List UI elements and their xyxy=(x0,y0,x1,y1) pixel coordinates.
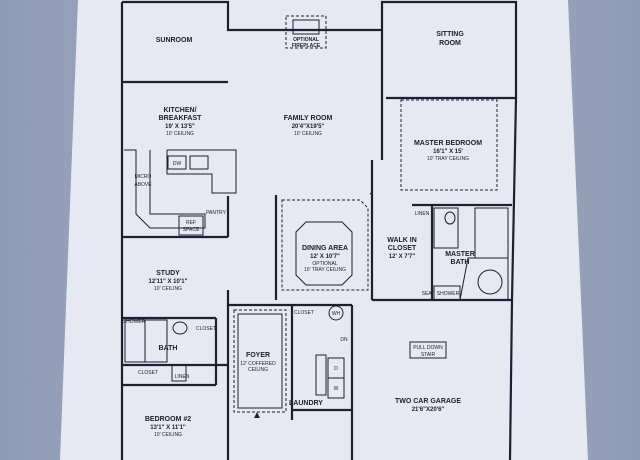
foyer-label: FOYER xyxy=(246,352,270,359)
pull-down-label-1: PULL DOWN xyxy=(413,345,443,351)
master-bedroom-tray xyxy=(400,99,498,191)
pull-down-stair xyxy=(409,341,447,359)
walk-in-closet-dims: 12' X 7'7" xyxy=(389,254,416,260)
dryer-label: D xyxy=(334,366,338,372)
family-room-dims: 20'4"X19'5" xyxy=(292,124,325,130)
kitchen-ceiling: 10' CEILING xyxy=(166,131,194,137)
linen-label: LINEN xyxy=(415,211,430,217)
dining-dims: 12' X 10'7" xyxy=(310,254,340,260)
family-room-label: FAMILY ROOM xyxy=(284,115,333,122)
pantry-label: PANTRY xyxy=(206,210,226,216)
shower2-label: SHOWER xyxy=(123,319,146,325)
water-heater-label: WH xyxy=(332,311,341,317)
garage-dims: 21'6"X20'6" xyxy=(412,407,445,413)
master-bath-label-2: BATH xyxy=(451,259,470,266)
paper-sheet xyxy=(60,0,588,460)
kitchen-dims: 19' X 13'5" xyxy=(165,124,195,130)
shower-label: SHOWER xyxy=(437,291,460,297)
sitting-room-label-2: ROOM xyxy=(439,40,461,47)
dining-ceiling-2: 10' TRAY CEILING xyxy=(304,267,346,273)
micro-label-1: MICRO xyxy=(135,174,152,180)
pull-down-label-2: STAIR xyxy=(421,352,436,358)
sitting-room-label-1: SITTING xyxy=(436,31,464,38)
fireplace-label-1: OPTIONAL xyxy=(293,37,319,43)
linen2-label: LINEN xyxy=(175,374,190,380)
dishwasher-label: DW xyxy=(173,161,182,167)
seat-label: SEAT xyxy=(422,291,435,297)
bath-label: BATH xyxy=(159,345,178,352)
washer-label: W xyxy=(334,386,339,392)
dining-label: DINING AREA xyxy=(302,245,348,252)
study-ceiling: 10' CEILING xyxy=(154,286,182,292)
laundry-fixtures xyxy=(315,305,345,399)
foyer-ceiling-2: CEILING xyxy=(248,367,268,373)
kitchen-label-1: KITCHEN/ xyxy=(163,107,196,114)
foyer-ceiling-1: 12' COFFERED xyxy=(240,361,276,367)
outer-walls xyxy=(120,0,518,460)
ref-label-2: SPACE xyxy=(183,227,200,233)
family-room-ceiling: 10' CEILING xyxy=(294,131,322,137)
bedroom2-ceiling: 10' CEILING xyxy=(154,432,182,438)
master-bedroom-dims: 16'1" X 15' xyxy=(433,149,463,155)
kitchen-counters xyxy=(124,149,237,236)
sunroom-label: SUNROOM xyxy=(156,37,193,44)
walk-in-closet-label-2: CLOSET xyxy=(388,245,417,252)
study-dims: 12'11" X 10'1" xyxy=(149,279,188,285)
interior-walls xyxy=(122,96,516,460)
walk-in-closet-label-1: WALK IN xyxy=(387,237,417,244)
bedroom2-label: BEDROOM #2 xyxy=(145,416,191,423)
master-bath-label-1: MASTER xyxy=(445,251,475,258)
dining-tray xyxy=(281,199,369,291)
entry-marker xyxy=(254,412,260,418)
ref-label-1: REF xyxy=(186,220,196,226)
closet-c-label: CLOSET xyxy=(138,370,158,376)
master-bedroom-ceiling: 10' TRAY CEILING xyxy=(427,156,469,162)
garage-label: TWO CAR GARAGE xyxy=(395,398,461,405)
closet-b-label: CLOSET xyxy=(294,310,314,316)
fireplace-label-2: FIREPLACE xyxy=(292,43,321,49)
dining-ceiling-1: OPTIONAL xyxy=(312,261,338,267)
master-bath-fixtures xyxy=(433,207,509,301)
laundry-label: LAUNDRY xyxy=(289,400,323,407)
fireplace xyxy=(285,15,327,49)
foyer-ceiling xyxy=(233,309,287,413)
down-label: DN xyxy=(340,337,348,343)
master-bedroom-label: MASTER BEDROOM xyxy=(414,140,482,147)
bedroom2-dims: 13'1" X 11'1" xyxy=(150,425,186,431)
kitchen-label-2: BREAKFAST xyxy=(159,115,203,122)
study-label: STUDY xyxy=(156,270,180,277)
bath-fixtures xyxy=(124,319,188,382)
micro-label-2: ABOVE xyxy=(134,182,152,188)
closet-a-label: CLOSET xyxy=(196,326,216,332)
